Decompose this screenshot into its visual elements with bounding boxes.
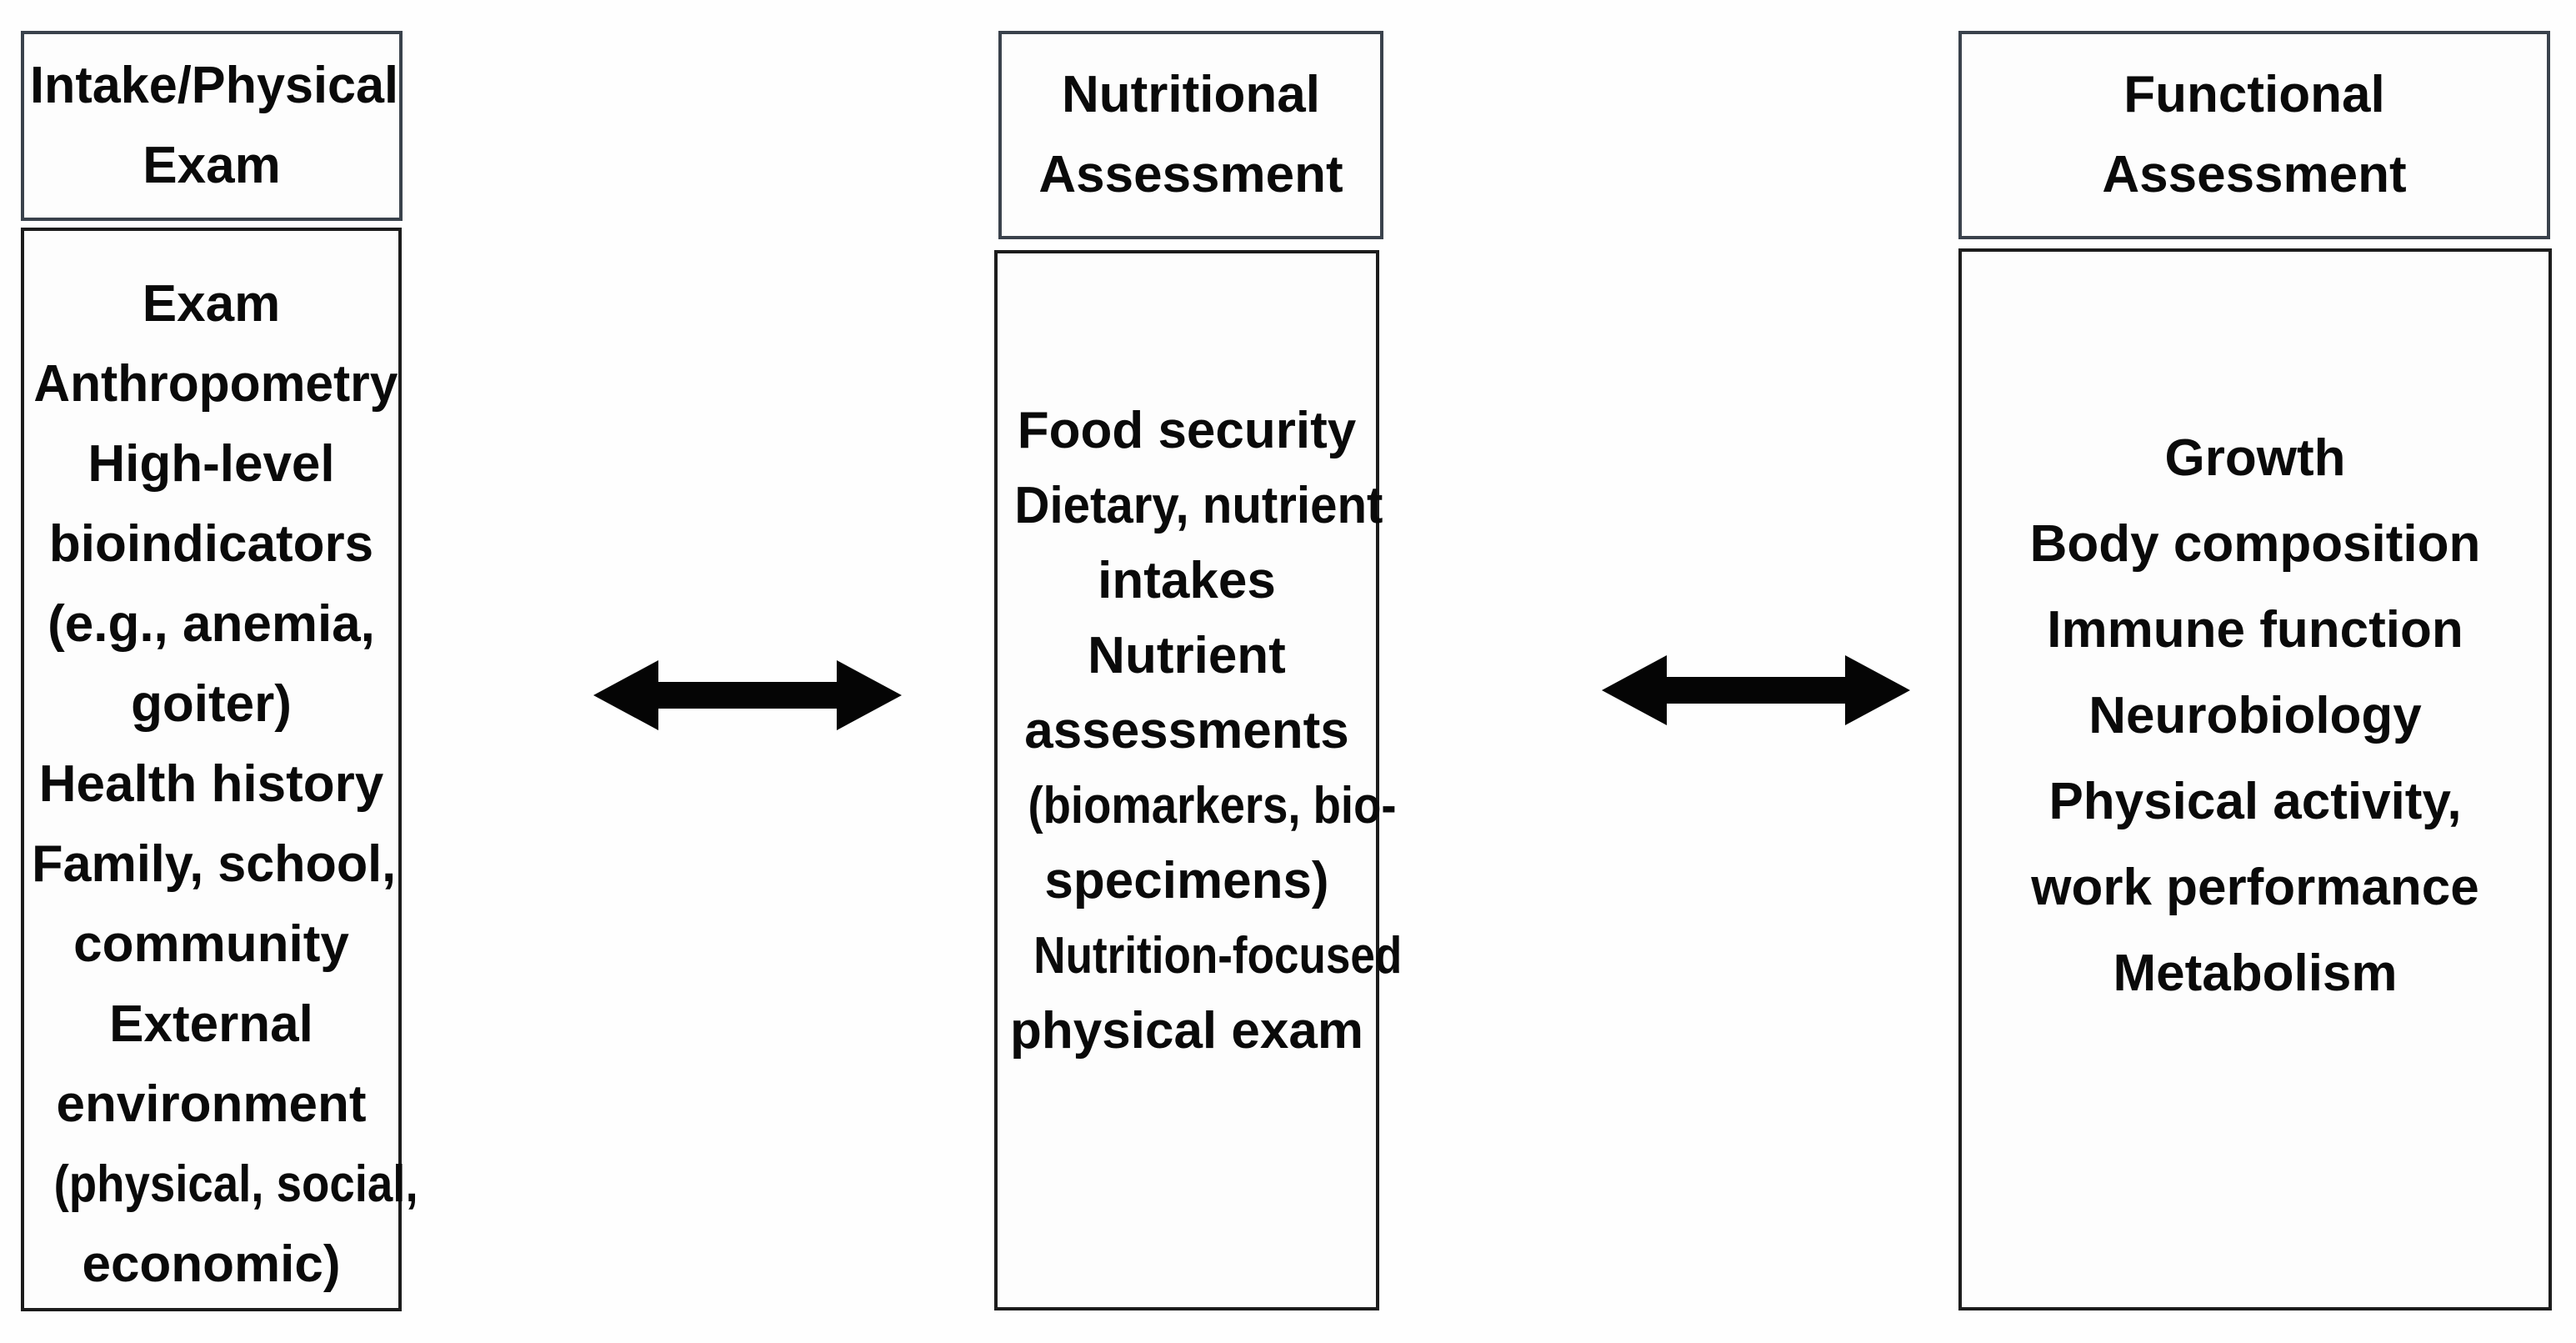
text-line: economic) (82, 1235, 341, 1293)
text-line: Dietary, nutrient (1014, 477, 1383, 534)
text-line: Nutrient (1088, 627, 1286, 684)
text-line: (physical, social, (53, 1155, 418, 1213)
text-line: Exam (142, 275, 281, 333)
text-line: assessments (1024, 702, 1349, 759)
text-line: (biomarkers, bio- (1028, 777, 1397, 834)
text-line: Nutritional (1062, 66, 1320, 123)
text-line: Immune function (2047, 601, 2463, 659)
text-line: Assessment (1038, 146, 1343, 203)
text-line: physical exam (1010, 1002, 1363, 1060)
text-line: community (73, 915, 349, 973)
text-line: Neurobiology (2088, 687, 2422, 744)
text-line: Physical activity, (2048, 773, 2462, 830)
text-line: Exam (143, 137, 281, 194)
double-arrow-icon (593, 660, 902, 730)
text-line: specimens) (1044, 852, 1329, 910)
text-line: Health history (38, 755, 384, 813)
text-line: bioindicators (48, 515, 374, 573)
text-line: Metabolism (2113, 945, 2398, 1002)
double-arrow-icon (1602, 655, 1910, 725)
text-line: environment (56, 1075, 367, 1133)
text-line: Intake/Physical (30, 57, 399, 114)
text-line: Body composition (2029, 515, 2481, 573)
text-line: Functional (2123, 66, 2385, 123)
text-line: (e.g., anemia, (48, 595, 375, 653)
text-line: work performance (2031, 859, 2479, 916)
text-line: Assessment (2102, 146, 2407, 203)
double-arrow-shape (593, 660, 902, 730)
text-line: Growth (2164, 429, 2346, 487)
text-line: High-level (88, 435, 335, 493)
text-line: intakes (1098, 552, 1276, 609)
text-line: goiter) (131, 675, 292, 733)
text-line: Family, school, (32, 835, 397, 893)
text-line: Anthropometry (33, 355, 398, 413)
double-arrow-shape (1602, 655, 1910, 725)
text-line: Food security (1017, 402, 1357, 459)
text-line: Nutrition-focused (1033, 927, 1403, 985)
text-line: External (109, 995, 313, 1053)
